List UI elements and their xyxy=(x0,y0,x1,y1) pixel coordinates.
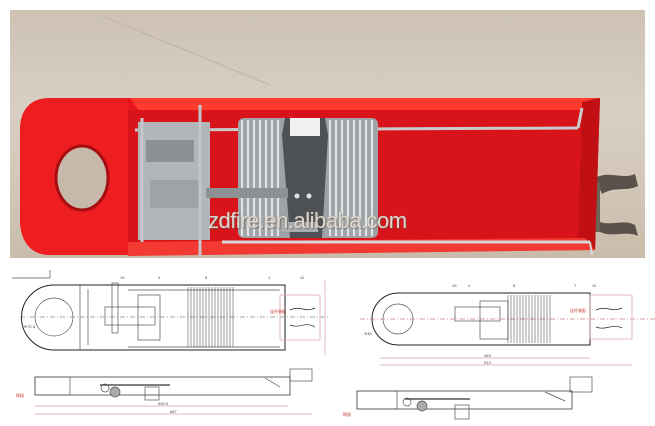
spring-stack xyxy=(238,118,378,238)
part-label: 4 xyxy=(158,275,161,280)
part-label: 8 xyxy=(205,275,208,280)
weld-note: 焊接 xyxy=(343,411,351,417)
dimension-inner-length: 463 xyxy=(484,353,491,358)
part-label: 7 xyxy=(574,283,577,288)
dimension-total-length: 513 xyxy=(484,360,491,365)
product-photo: zdfire.en.alibaba.com xyxy=(10,10,645,258)
part-label: 19 xyxy=(452,283,457,288)
dimension-total-length: 667 xyxy=(170,409,177,414)
part-label: 11 xyxy=(592,283,597,288)
dimension-inner-length: 606.5 xyxy=(158,401,169,406)
hole-diameter-label: Φ45 xyxy=(364,331,372,336)
lock-mechanism xyxy=(138,105,288,258)
note-label: 连杆装配 xyxy=(270,308,286,314)
part-label: 4 xyxy=(468,283,471,288)
product-illustration xyxy=(20,14,638,258)
mounting-hole xyxy=(56,146,108,210)
technical-drawing-left: Φ72.5 连杆装配 焊接 606.5 667 19 4 8 1 11 xyxy=(10,265,330,426)
weld-note: 焊接 xyxy=(16,392,24,398)
hole-diameter-label: Φ72.5 xyxy=(24,324,36,329)
part-label: 1 xyxy=(268,275,271,280)
part-label: 8 xyxy=(513,283,516,288)
part-label: 19 xyxy=(120,275,125,280)
part-label: 11 xyxy=(300,275,305,280)
note-label: 连杆装配 xyxy=(570,307,586,313)
technical-drawing-right: Φ45 连杆装配 焊接 463 513 19 4 8 7 11 xyxy=(340,265,655,426)
watermark-text: zdfire.en.alibaba.com xyxy=(208,208,407,233)
